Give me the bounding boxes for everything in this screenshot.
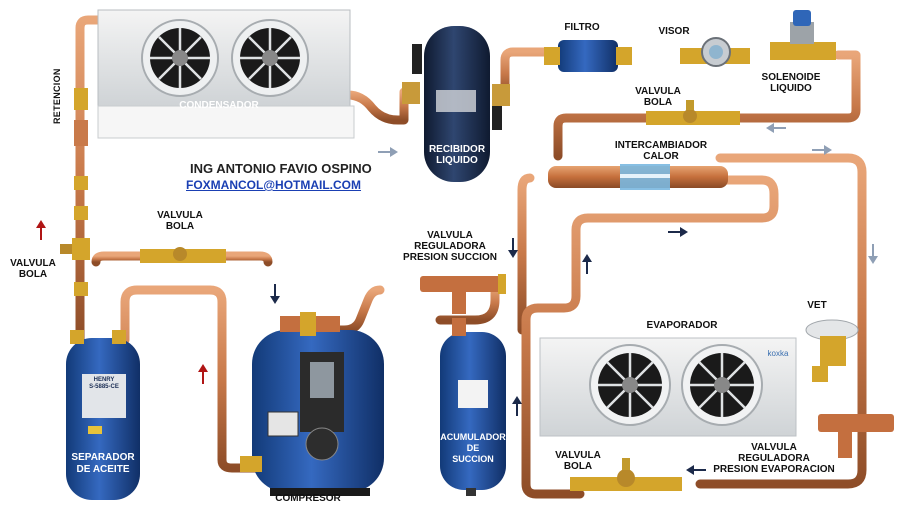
- separator-brand: HENRY S-5885-CE: [86, 377, 122, 391]
- label-valvula-bola-top: VALVULA BOLA: [628, 86, 688, 108]
- label-valvula-bola-bottom: VALVULA BOLA: [548, 450, 608, 472]
- label-vet: VET: [807, 300, 827, 311]
- label-reguladora-succion: VALVULA REGULADORA PRESION SUCCION: [398, 230, 502, 263]
- label-separador-line1: SEPARADOR: [71, 452, 135, 463]
- flow-arrows: [36, 123, 878, 475]
- label-retencion: RETENCION: [52, 68, 62, 124]
- label-intercambiador-line1: INTERCAMBIADOR: [614, 140, 708, 151]
- label-recibidor-line1: RECIBIDOR: [428, 144, 486, 155]
- compressor: [240, 312, 384, 496]
- suction-accumulator: [440, 318, 506, 496]
- heat-exchanger: [548, 164, 728, 190]
- label-valvula-bola-bottom-line1: VALVULA: [555, 450, 601, 461]
- label-valvula-bola-mid: VALVULA BOLA: [150, 210, 210, 232]
- label-reguladora-succion-line2: REGULADORA: [414, 241, 486, 252]
- label-separador: SEPARADOR DE ACEITE: [62, 452, 144, 476]
- label-recibidor-line2: LIQUIDO: [436, 155, 478, 166]
- separator-brand-name: HENRY: [93, 377, 115, 383]
- label-valvula-bola-top-line2: BOLA: [643, 97, 673, 108]
- ball-valve-top: [646, 100, 740, 125]
- label-visor: VISOR: [658, 26, 690, 37]
- label-acumulador-line2: DE: [466, 443, 480, 453]
- label-valvula-bola-top-line1: VALVULA: [635, 86, 681, 97]
- label-valvula-bola-mid-line2: BOLA: [165, 221, 195, 232]
- label-evaporador: EVAPORADOR: [646, 320, 718, 331]
- evaporator-unit: [539, 337, 797, 437]
- evaporation-pressure-regulator: [818, 414, 894, 458]
- label-intercambiador: INTERCAMBIADOR CALOR: [606, 140, 716, 162]
- label-solenoide-line1: SOLENOIDE: [761, 72, 821, 83]
- sight-glass: [680, 37, 750, 67]
- label-solenoide-line2: LIQUIDO: [770, 83, 812, 94]
- label-reguladora-evap-line2: REGULADORA: [738, 453, 810, 464]
- solenoid-valve: [770, 10, 836, 60]
- label-intercambiador-line2: CALOR: [643, 151, 679, 162]
- receiver-tank: [402, 26, 510, 182]
- label-acumulador-line1: ACUMULADOR: [440, 432, 506, 442]
- separator-model: S-5885-CE: [89, 384, 119, 390]
- expansion-valve: [805, 319, 859, 382]
- label-valvula-bola-mid-line1: VALVULA: [157, 210, 203, 221]
- label-reguladora-evap-line3: PRESION EVAPORACION: [713, 464, 835, 475]
- label-compresor: COMPRESOR: [275, 493, 341, 504]
- evaporator-brand: koxka: [767, 349, 789, 358]
- label-valvula-bola-left: VALVULA BOLA: [6, 258, 60, 280]
- label-reguladora-succion-line3: PRESION SUCCION: [403, 252, 497, 263]
- condenser-unit: [97, 9, 355, 139]
- label-reguladora-succion-line1: VALVULA: [427, 230, 473, 241]
- ball-valve-left: [60, 238, 90, 260]
- oil-separator: [66, 330, 140, 500]
- label-recibidor: RECIBIDOR LIQUIDO: [426, 144, 488, 166]
- ball-valve-mid: [140, 247, 226, 263]
- check-valve: [74, 88, 88, 296]
- label-solenoide: SOLENOIDE LIQUIDO: [756, 72, 826, 94]
- label-reguladora-evaporacion: VALVULA REGULADORA PRESION EVAPORACION: [712, 442, 836, 475]
- suction-pressure-regulator: [420, 274, 506, 314]
- label-separador-line2: DE ACEITE: [76, 464, 130, 475]
- label-reguladora-evap-line1: VALVULA: [751, 442, 797, 453]
- label-valvula-bola-bottom-line2: BOLA: [563, 461, 593, 472]
- label-valvula-bola-left-line1: VALVULA: [10, 258, 56, 269]
- label-valvula-bola-left-line2: BOLA: [18, 269, 48, 280]
- label-acumulador-line3: SUCCION: [452, 454, 494, 464]
- label-filtro: FILTRO: [564, 22, 600, 33]
- filter-drier: [544, 40, 632, 72]
- label-condensador: CONDENSADOR: [179, 100, 259, 111]
- author-email-link[interactable]: FOXMANCOL@HOTMAIL.COM: [186, 178, 362, 192]
- ball-valve-bottom: [570, 458, 682, 491]
- author-name: ING ANTONIO FAVIO OSPINO: [190, 161, 372, 176]
- label-acumulador: ACUMULADOR DE SUCCION: [440, 432, 506, 465]
- copper-piping: [75, 15, 867, 499]
